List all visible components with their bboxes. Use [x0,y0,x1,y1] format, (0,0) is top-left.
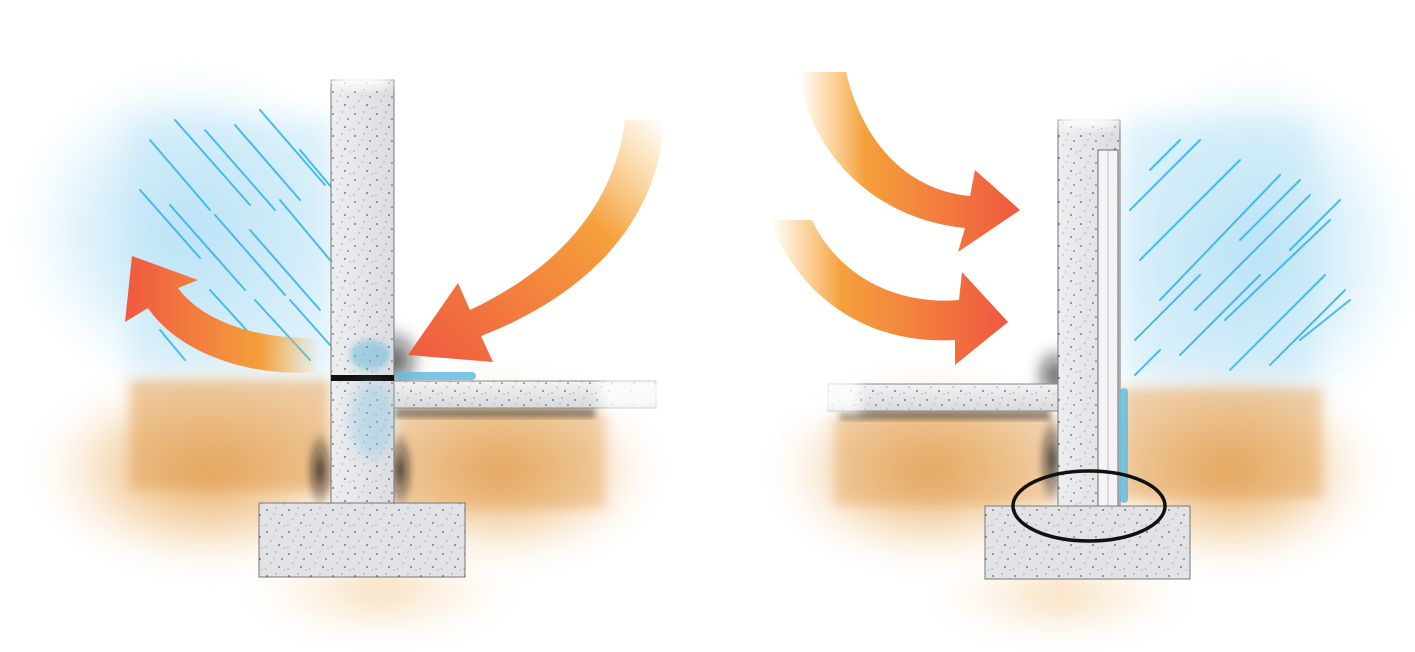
heat-arrow-upper [798,72,1020,252]
heat-arrow-in [408,120,664,362]
rain-streaks [1080,50,1415,450]
rain-streaks [0,50,380,410]
right-panel [760,50,1415,650]
floor-slab [800,378,1059,414]
heat-arrow-out [125,256,320,373]
left-panel [0,50,670,650]
footing [258,502,466,578]
moisture-spot [350,340,476,458]
highlight-ellipse [1011,469,1167,543]
floor-slab [393,378,670,412]
heat-arrow-lower [770,220,1008,365]
cold-joint [331,375,394,381]
